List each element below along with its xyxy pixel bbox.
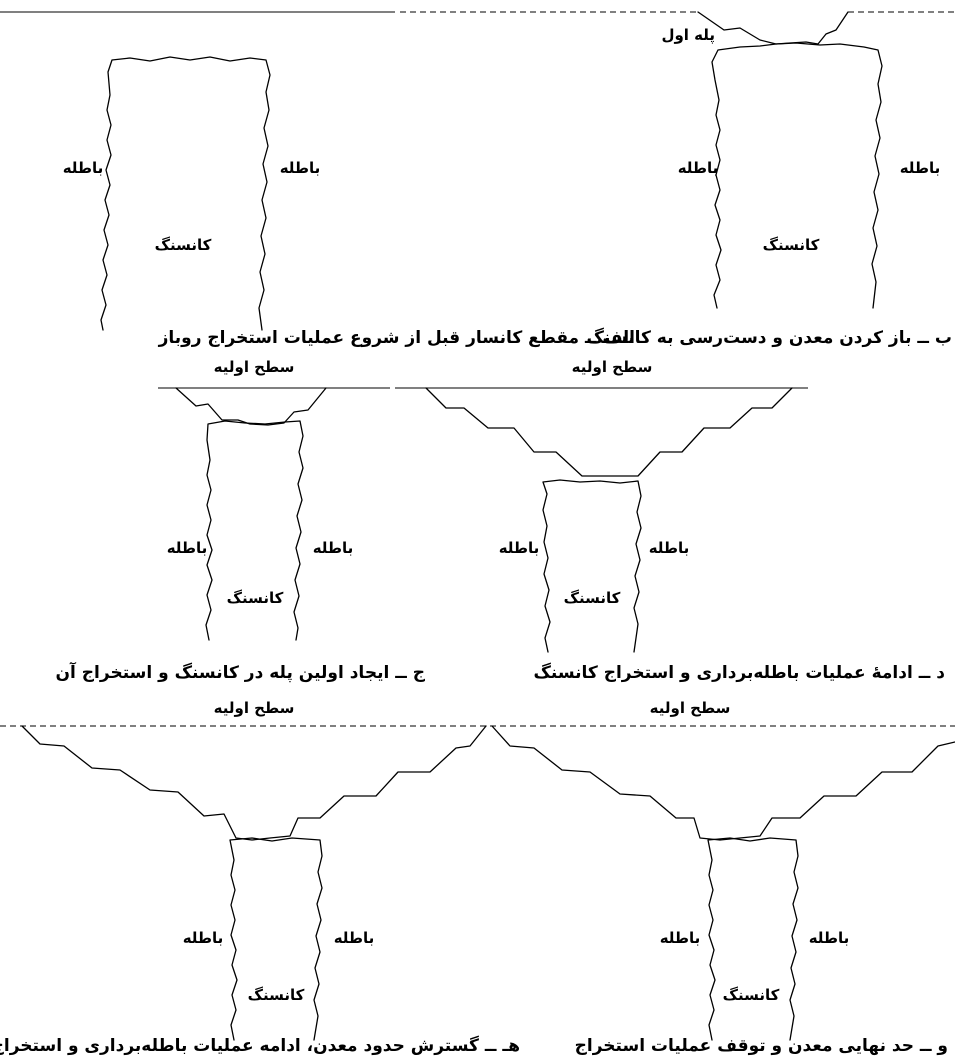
initial-surface-label: سطح اولیه	[650, 699, 731, 717]
caption-b: ب ــ باز کردن معدن و دست‌رسی به کانسنگ	[587, 327, 952, 348]
ore-label: کانسنگ	[723, 986, 780, 1004]
orebody-outline	[708, 838, 798, 1040]
pit-outline	[176, 388, 326, 425]
waste-label-right: باطله	[313, 539, 354, 557]
ore-label: کانسنگ	[155, 236, 212, 254]
waste-label-right: باطله	[334, 929, 375, 947]
initial-surface-label: سطح اولیه	[214, 699, 295, 717]
caption-e: هـ ــ گسترش حدود معدن، ادامه عملیات باطل…	[0, 1035, 520, 1056]
orebody-outline	[101, 57, 270, 330]
waste-label-left: باطله	[183, 929, 224, 947]
panel-e: سطح اولیه باطله باطله کانسنگ هـ ــ گسترش…	[0, 699, 955, 1056]
caption-d: د ــ ادامهٔ عملیات باطله‌برداری و استخرا…	[533, 662, 945, 683]
waste-label-right: باطله	[809, 929, 850, 947]
first-bench-label: پله اول	[661, 26, 715, 45]
panel-b: پله اول باطله باطله کانسنگ ب ــ باز کردن…	[400, 12, 955, 348]
orebody-outline	[543, 480, 641, 652]
waste-label-left: باطله	[167, 539, 208, 557]
waste-label-left: باطله	[499, 539, 540, 557]
orebody-outline	[712, 43, 882, 308]
pit-outline	[426, 388, 792, 476]
orebody-outline	[206, 421, 303, 640]
waste-label-left: باطله	[63, 159, 104, 177]
orebody-outline	[230, 838, 322, 1040]
pit-outline	[492, 726, 955, 840]
panel-d: سطح اولیه باطله باطله کانسنگ د ــ ادامهٔ…	[395, 358, 945, 683]
panel-c: سطح اولیه باطله باطله کانسنگ ج ــ ایجاد …	[56, 358, 426, 683]
initial-surface-label: سطح اولیه	[572, 358, 653, 376]
pit-outline	[698, 12, 848, 44]
caption-c: ج ــ ایجاد اولین پله در کانسنگ و استخراج…	[56, 661, 426, 683]
caption-f: و ــ حد نهایی معدن و توقف عملیات استخراج	[575, 1036, 948, 1056]
ore-label: کانسنگ	[248, 986, 305, 1004]
pit-outline	[22, 726, 486, 840]
ore-label: کانسنگ	[227, 589, 284, 607]
ore-label: کانسنگ	[564, 589, 621, 607]
panel-a: باطله باطله کانسنگ الف ــ مقطع کانسار قب…	[0, 12, 635, 348]
waste-label-right: باطله	[900, 159, 941, 177]
waste-label-left: باطله	[660, 929, 701, 947]
waste-label-right: باطله	[649, 539, 690, 557]
waste-label-left: باطله	[678, 159, 719, 177]
caption-a: الف ــ مقطع کانسار قبل از شروع عملیات اس…	[158, 328, 635, 348]
waste-label-right: باطله	[280, 159, 321, 177]
ore-label: کانسنگ	[763, 236, 820, 254]
initial-surface-label: سطح اولیه	[214, 358, 295, 376]
panel-f: سطح اولیه باطله باطله کانسنگ و ــ حد نها…	[492, 699, 955, 1056]
